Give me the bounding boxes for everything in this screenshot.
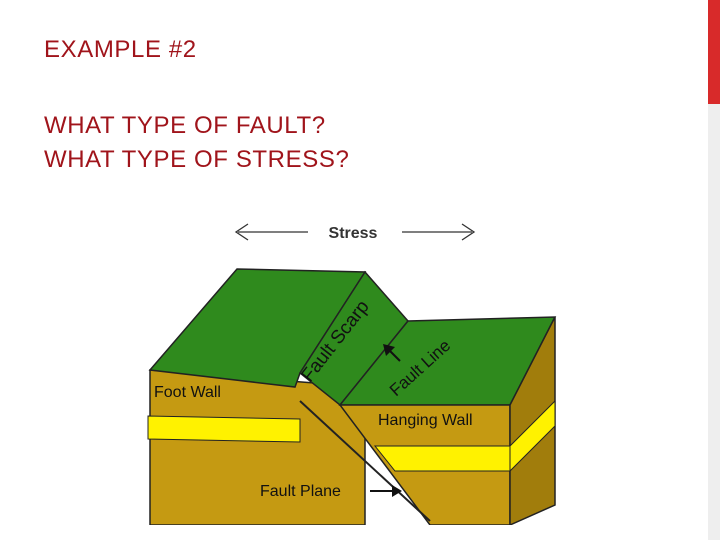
side-bar — [708, 104, 720, 540]
fault-plane-pointer — [370, 485, 402, 497]
foot-wall-label: Foot Wall — [154, 384, 221, 401]
question-fault-type: WHAT TYPE OF FAULT? — [44, 114, 326, 138]
question-stress-type: WHAT TYPE OF STRESS? — [44, 148, 349, 172]
stress-indicator: Stress — [236, 224, 474, 242]
stress-label: Stress — [329, 225, 378, 242]
fault-plane-label: Fault Plane — [260, 483, 341, 500]
slide-title: EXAMPLE #2 — [44, 38, 197, 62]
hanging-wall-label: Hanging Wall — [378, 412, 473, 429]
fault-diagram: Stress Foot Wall Hanging Wall Fault Plan… — [140, 205, 565, 525]
accent-bar — [708, 0, 720, 104]
